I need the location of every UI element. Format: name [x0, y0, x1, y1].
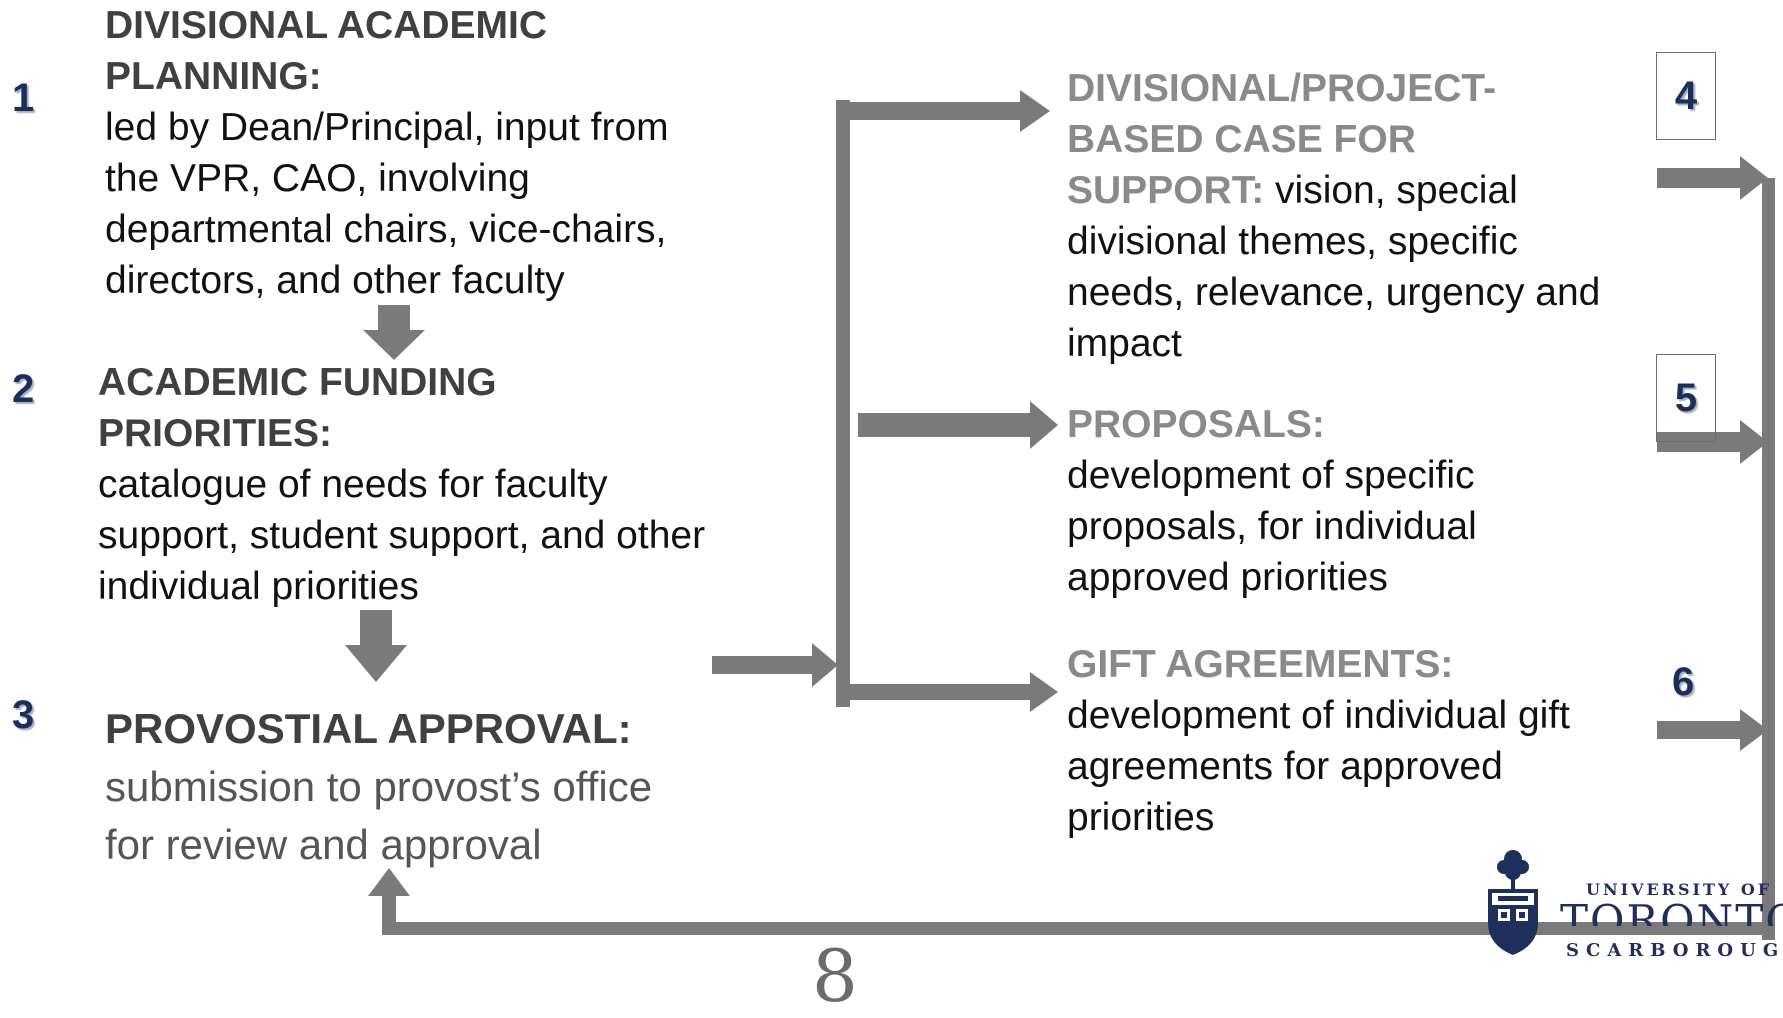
logo-line-toronto: TORONTO: [1560, 900, 1783, 926]
step-2-block: ACADEMIC FUNDING PRIORITIES: catalogue o…: [98, 357, 705, 612]
arrow-3-to-bracket: [712, 643, 838, 687]
arrow-1-to-2: [363, 305, 425, 360]
step-4-heading-line1: DIVISIONAL/PROJECT-: [1067, 67, 1497, 110]
step-1-body-line4: directors, and other faculty: [105, 259, 565, 302]
step-number-1: 1: [12, 76, 35, 120]
arrow-from-4: [1657, 156, 1768, 200]
step-6-block: GIFT AGREEMENTS: development of individu…: [1067, 639, 1570, 843]
step-2-body-line3: individual priorities: [98, 565, 419, 608]
step-3-heading: PROVOSTIAL APPROVAL:: [105, 705, 632, 752]
arrow-from-6: [1657, 709, 1768, 751]
step-number-4: 4: [1674, 73, 1698, 118]
step-4-body-line1: divisional themes, specific: [1067, 220, 1518, 263]
arrow-return-to-3: [368, 868, 410, 935]
step-number-6: 6: [1672, 660, 1695, 704]
step-4-heading-line3-row: SUPPORT: vision, special: [1067, 165, 1600, 216]
bracket-line: [836, 100, 850, 707]
step-4-block: DIVISIONAL/PROJECT- BASED CASE FOR SUPPO…: [1067, 63, 1600, 369]
arrow-to-5: [858, 401, 1058, 449]
step-3-body-line2: for review and approval: [105, 821, 542, 868]
step-2-body-line1: catalogue of needs for faculty: [98, 463, 608, 506]
step-2-heading-line2: PRIORITIES:: [98, 412, 333, 455]
step-1-body-line1: led by Dean/Principal, input from: [105, 106, 669, 149]
step-1-body-line2: the VPR, CAO, involving: [105, 157, 530, 200]
crest-icon: [1488, 850, 1538, 955]
return-vertical: [1762, 178, 1775, 940]
step-2-heading-line1: ACADEMIC FUNDING: [98, 361, 497, 404]
step-4-body-line2: needs, relevance, urgency and: [1067, 271, 1601, 314]
step-number-5: 5: [1674, 375, 1698, 420]
step-number-4-box: 4: [1656, 52, 1716, 140]
page-number: 8: [812, 934, 858, 1018]
step-6-body-line3: priorities: [1067, 796, 1215, 839]
step-5-body-line2: proposals, for individual: [1067, 505, 1477, 548]
step-number-5-box: 5: [1656, 354, 1716, 442]
step-5-body-line1: development of specific: [1067, 454, 1475, 497]
step-3-body-line1: submission to provost’s office: [105, 763, 653, 810]
step-4-heading-line3: SUPPORT:: [1067, 169, 1265, 212]
arrow-to-6: [843, 672, 1058, 712]
step-2-body-line2: support, student support, and other: [98, 514, 706, 557]
step-1-block: DIVISIONAL ACADEMIC PLANNING: led by Dea…: [105, 0, 669, 306]
logo-line-scarborough: SCARBOROUGH: [1566, 940, 1783, 961]
step-5-body-line3: approved priorities: [1067, 556, 1388, 599]
arrow-from-5: [1657, 420, 1768, 464]
step-1-heading-line1: DIVISIONAL ACADEMIC: [105, 4, 548, 47]
step-4-body-line3: impact: [1067, 322, 1182, 365]
step-4-heading-line2: BASED CASE FOR: [1067, 118, 1416, 161]
step-6-body-line1: development of individual gift: [1067, 694, 1570, 737]
arrow-2-to-3: [345, 610, 407, 682]
step-6-heading: GIFT AGREEMENTS:: [1067, 643, 1454, 686]
step-6-body-line2: agreements for approved: [1067, 745, 1503, 788]
step-3-block: PROVOSTIAL APPROVAL: submission to provo…: [105, 700, 652, 874]
return-horizontal: [382, 922, 1775, 935]
step-1-heading-line2: PLANNING:: [105, 55, 322, 98]
logo-line-university: UNIVERSITY OF: [1586, 880, 1773, 899]
step-4-body-inline: vision, special: [1264, 169, 1518, 212]
step-5-heading: PROPOSALS:: [1067, 403, 1325, 446]
step-1-body-line3: departmental chairs, vice-chairs,: [105, 208, 667, 251]
arrow-to-4: [843, 90, 1050, 132]
step-number-3: 3: [12, 693, 35, 737]
step-5-block: PROPOSALS: development of specific propo…: [1067, 399, 1477, 603]
step-number-2: 2: [12, 367, 35, 411]
